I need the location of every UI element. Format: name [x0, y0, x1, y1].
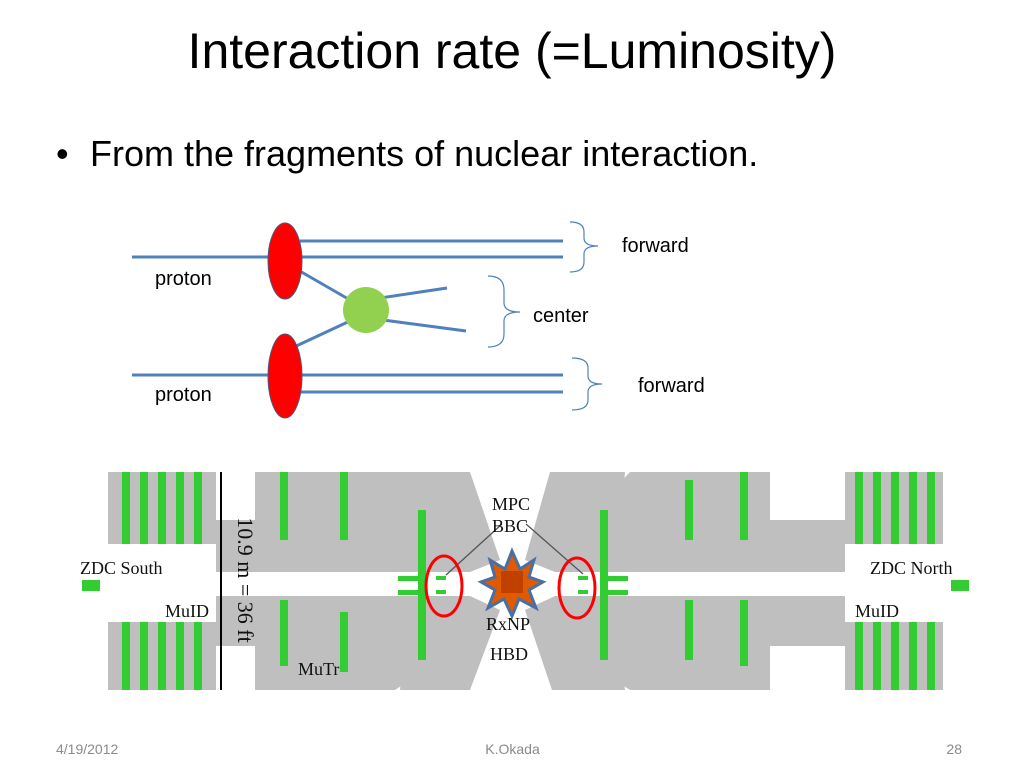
bbc-pointer-left	[445, 523, 503, 576]
collision-core-icon	[501, 571, 523, 593]
label-center: center	[533, 305, 589, 327]
label-muid-left: MuID	[165, 601, 209, 621]
label-proton-top: proton	[155, 268, 212, 290]
bullet-text: From the fragments of nuclear interactio…	[90, 133, 759, 174]
label-zdc-south: ZDC South	[80, 558, 163, 578]
footer-date: 4/19/2012	[56, 741, 119, 757]
proton-bottom-icon	[267, 333, 303, 419]
brace-forward-top-icon	[569, 221, 599, 273]
label-rxnp: RxNP	[486, 614, 530, 634]
fragment-line-1	[297, 268, 351, 302]
center-line-2	[382, 318, 467, 333]
bbc-pointer-right	[525, 523, 584, 575]
central-detectors	[398, 510, 628, 660]
zdc-north-icon	[951, 580, 969, 591]
highlight-circles	[424, 554, 597, 620]
label-hbd: HBD	[490, 644, 528, 664]
proton-top-icon	[267, 222, 303, 300]
brace-forward-bottom-icon	[571, 357, 603, 411]
highlight-circle-left	[424, 554, 464, 618]
mutr-bars	[280, 472, 748, 672]
label-mpc: MPC	[492, 494, 530, 514]
bullet-item: • From the fragments of nuclear interacti…	[56, 133, 758, 175]
zdc-south-icon	[82, 580, 100, 591]
label-bbc: BBC	[492, 516, 528, 536]
brace-center-icon	[487, 275, 521, 348]
muid-bars	[122, 472, 935, 690]
label-side-dimension: 10.9 m = 36 ft	[233, 517, 258, 642]
footer-page-number: 28	[946, 741, 962, 757]
center-line-1	[379, 286, 448, 300]
bullet-marker: •	[56, 133, 69, 174]
label-forward-top: forward	[622, 235, 689, 257]
label-forward-bottom: forward	[638, 375, 705, 397]
label-proton-bottom: proton	[155, 384, 212, 406]
label-zdc-north: ZDC North	[870, 558, 953, 578]
highlight-circle-right	[557, 556, 597, 620]
center-particle-icon	[343, 287, 389, 333]
label-muid-right: MuID	[855, 601, 899, 621]
fragment-line-2	[291, 318, 353, 350]
footer-author: K.Okada	[485, 741, 540, 757]
slide-title: Interaction rate (=Luminosity)	[187, 23, 837, 79]
label-mutr: MuTr	[298, 659, 339, 679]
